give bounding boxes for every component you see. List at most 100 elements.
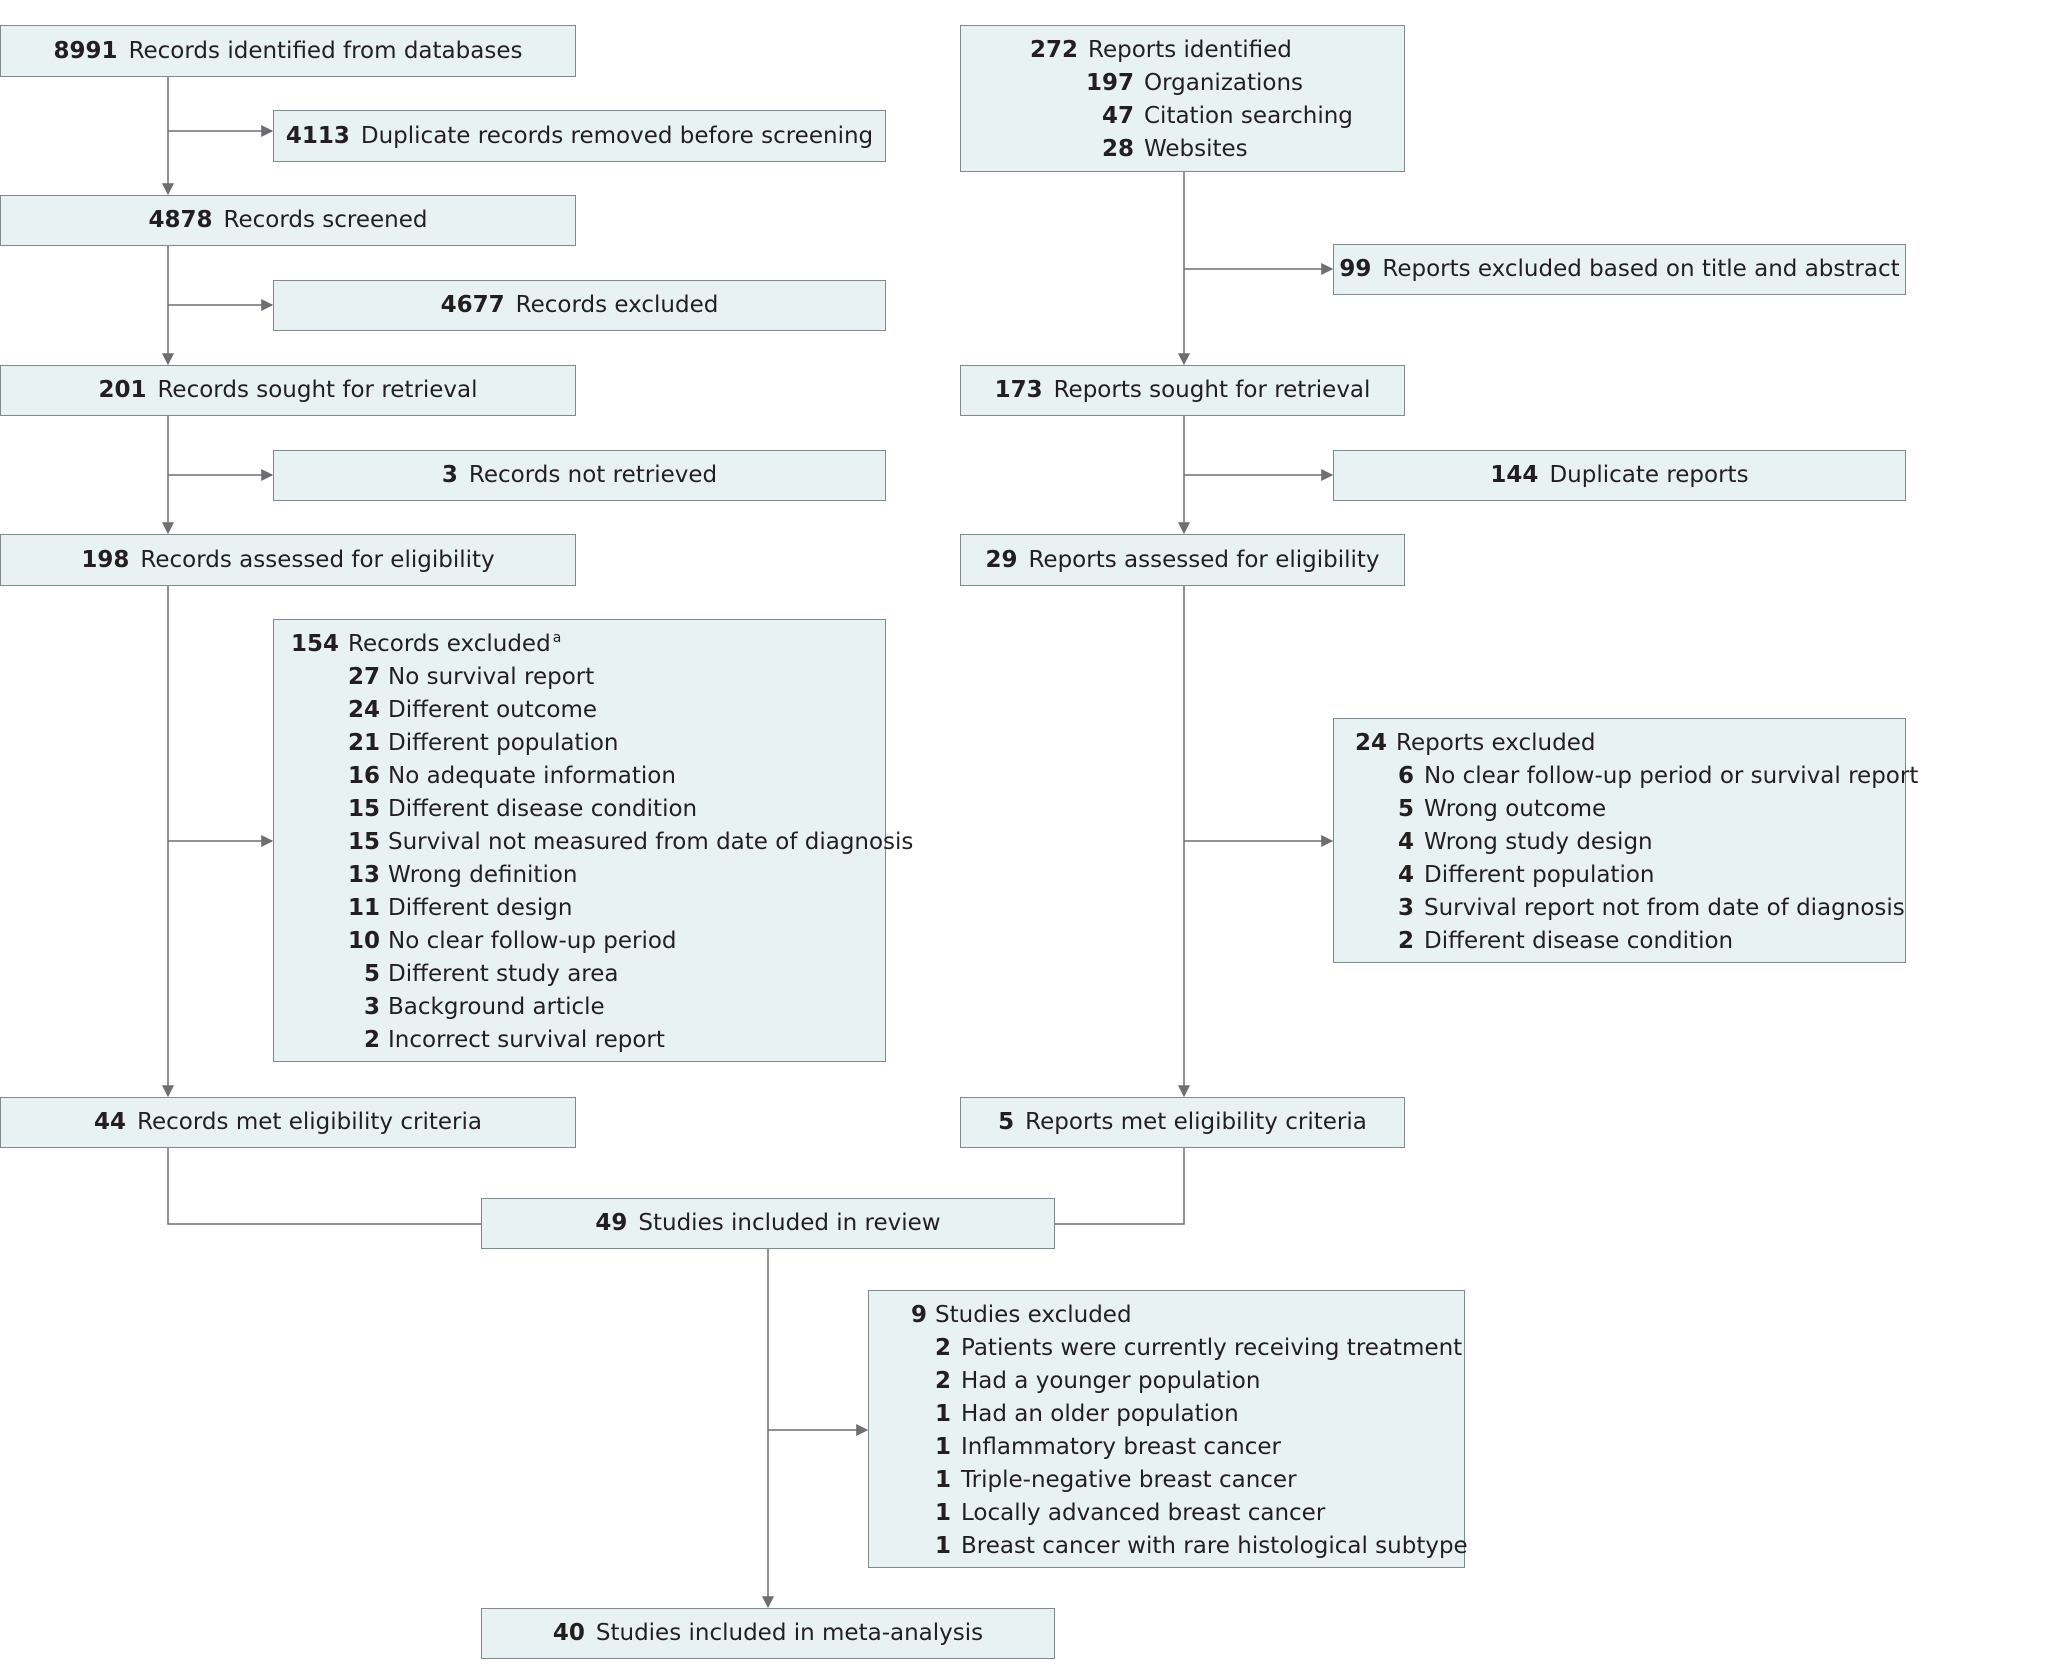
records-excluded-eligibility-label: Records excluded	[348, 631, 551, 657]
records-identified-count: 8991	[53, 37, 118, 64]
records-sought-label: Records sought for retrieval	[157, 377, 478, 403]
list-item-label: Inflammatory breast cancer	[961, 1434, 1281, 1460]
records-assessed-count: 198	[81, 546, 130, 573]
list-item-count: 16	[347, 763, 380, 789]
list-item-label: Breast cancer with rare histological sub…	[961, 1533, 1468, 1559]
list-item-count: 4	[1397, 829, 1414, 855]
list-item-count: 6	[1397, 763, 1414, 789]
list-item: 15 Different disease condition	[274, 793, 885, 826]
list-item-label: Different disease condition	[1424, 928, 1734, 954]
reports-met-count: 5	[998, 1109, 1015, 1135]
reports-met-box: 5 Reports met eligibility criteria	[960, 1097, 1405, 1148]
list-item-count: 13	[347, 862, 380, 888]
list-item-label: Citation searching	[1144, 103, 1353, 129]
duplicate-reports-count: 144	[1490, 462, 1539, 488]
list-item-label: Websites	[1144, 136, 1248, 162]
records-sought-box: 201 Records sought for retrieval	[0, 365, 576, 416]
list-item-count: 15	[347, 829, 380, 855]
reports-assessed-count: 29	[985, 546, 1018, 573]
list-item: 28 Websites	[961, 133, 1404, 166]
list-item: 15 Survival not measured from date of dia…	[274, 826, 913, 859]
reports-identified-box: 272 Reports identified 197 Organizations 4…	[960, 25, 1405, 172]
list-item: 2 Different disease condition	[1334, 925, 1905, 958]
list-item-count: 27	[347, 664, 380, 690]
list-item-count: 1	[934, 1500, 951, 1526]
list-item-label: Different study area	[388, 961, 619, 987]
studies-excluded-label: Studies excluded	[935, 1302, 1132, 1328]
list-item-count: 15	[347, 796, 380, 822]
reports-sought-count: 173	[994, 377, 1043, 403]
list-item-count: 10	[347, 928, 380, 954]
list-item-label: Triple-negative breast cancer	[961, 1467, 1297, 1493]
list-item-count: 5	[1397, 796, 1414, 822]
list-item: 10 No clear follow-up period	[274, 925, 885, 958]
list-item: 27 No survival report	[274, 661, 885, 694]
list-item-label: No survival report	[388, 664, 595, 690]
studies-included-meta-count: 40	[552, 1620, 585, 1646]
records-sought-count: 201	[98, 377, 147, 403]
reports-met-label: Reports met eligibility criteria	[1025, 1109, 1367, 1135]
list-item-count: 1	[934, 1401, 951, 1427]
list-item: 6 No clear follow-up period or survival r…	[1334, 760, 1918, 793]
list-item-label: Patients were currently receiving treatm…	[961, 1335, 1463, 1361]
list-item-label: Organizations	[1144, 70, 1304, 96]
list-item-label: Locally advanced breast cancer	[961, 1500, 1326, 1526]
reports-excluded-count: 24	[1354, 730, 1387, 756]
records-met-count: 44	[94, 1109, 127, 1135]
footnote-marker: a	[552, 630, 562, 646]
reports-excluded-title-count: 99	[1339, 256, 1372, 282]
studies-included-meta-label: Studies included in meta-analysis	[595, 1620, 984, 1646]
list-item-label: No clear follow-up period or survival re…	[1424, 763, 1919, 789]
records-excluded-label: Records excluded	[515, 292, 719, 318]
list-item: 1 Inflammatory breast cancer	[869, 1431, 1464, 1464]
list-item-count: 1	[934, 1467, 951, 1493]
studies-included-review-label: Studies included in review	[638, 1210, 941, 1236]
list-item-count: 21	[347, 730, 380, 756]
list-item: 1 Triple-negative breast cancer	[869, 1464, 1464, 1497]
list-item-label: Different design	[388, 895, 573, 921]
reports-excluded-label: Reports excluded	[1396, 730, 1596, 756]
list-item-label: Wrong study design	[1424, 829, 1653, 855]
studies-included-meta-box: 40 Studies included in meta-analysis	[481, 1608, 1055, 1659]
records-screened-count: 4878	[148, 207, 213, 233]
records-identified-label: Records identified from databases	[128, 37, 523, 64]
list-item: 1 Locally advanced breast cancer	[869, 1497, 1464, 1530]
list-item-label: No clear follow-up period	[388, 928, 677, 954]
list-item-label: Background article	[388, 994, 605, 1020]
list-item: 197 Organizations	[961, 67, 1404, 100]
reports-sought-label: Reports sought for retrieval	[1053, 377, 1371, 403]
reports-identified-header: 272 Reports identified	[961, 34, 1404, 67]
list-item-label: Had a younger population	[961, 1368, 1261, 1394]
list-item-count: 28	[1101, 136, 1134, 162]
list-item-count: 197	[1085, 70, 1134, 96]
reports-identified-label: Reports identified	[1088, 37, 1292, 63]
list-item-label: Survival not measured from date of diagn…	[388, 829, 914, 855]
records-not-retrieved-label: Records not retrieved	[468, 462, 718, 488]
list-item-label: No adequate information	[388, 763, 676, 789]
list-item-count: 1	[934, 1434, 951, 1460]
reports-assessed-label: Reports assessed for eligibility	[1028, 546, 1380, 573]
list-item-count: 5	[363, 961, 380, 987]
list-item-label: Incorrect survival report	[388, 1027, 665, 1053]
list-item-count: 2	[1397, 928, 1414, 954]
list-item-label: Different disease condition	[388, 796, 698, 822]
list-item: 5 Different study area	[274, 958, 885, 991]
list-item-label: Survival report not from date of diagnos…	[1424, 895, 1905, 921]
